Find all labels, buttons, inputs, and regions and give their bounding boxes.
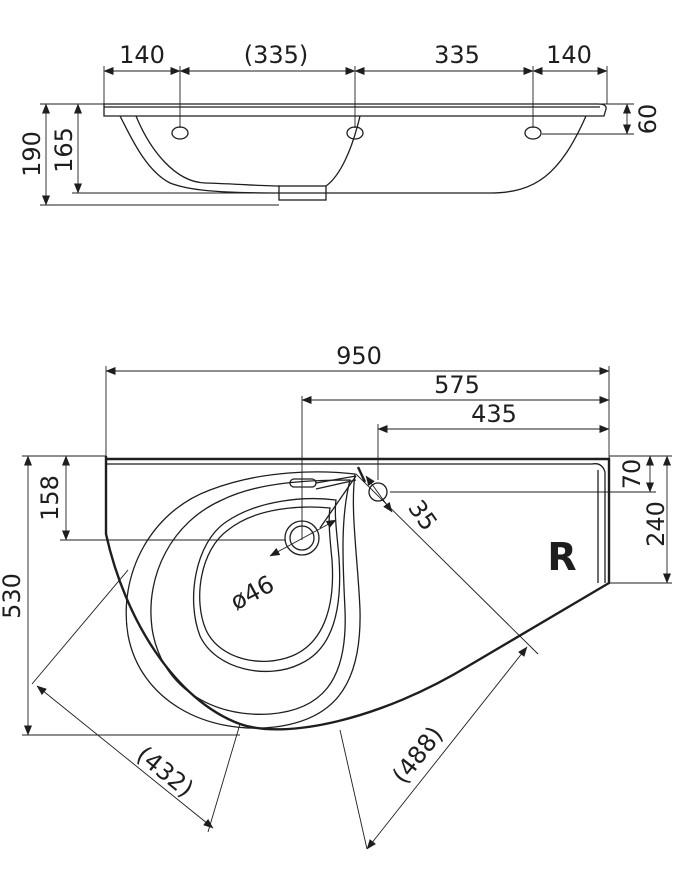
top-overflow-leader xyxy=(365,475,393,513)
top-tap-575: 575 xyxy=(434,371,480,399)
side-bowl-outline xyxy=(119,115,587,194)
top-diag-488-line xyxy=(366,646,528,850)
top-shelf-70: 70 xyxy=(618,459,646,490)
side-dim-140-left: 140 xyxy=(119,41,165,69)
top-diag-432: (432) xyxy=(131,741,199,803)
top-shelf-edge xyxy=(591,463,606,583)
side-height-190: 190 xyxy=(18,131,46,177)
side-bowl-inner xyxy=(135,115,361,187)
side-rim-60: 60 xyxy=(634,104,662,135)
top-overflow-435: 435 xyxy=(471,400,517,428)
top-drain-46: ø46 xyxy=(226,570,279,616)
top-diag-488: (488) xyxy=(387,721,449,789)
top-view: 950 575 435 ø46 35 xyxy=(0,342,672,850)
top-right-240: 240 xyxy=(642,501,670,547)
top-diag-432-line xyxy=(36,685,214,829)
top-depth-530: 530 xyxy=(0,573,26,619)
side-dim-335-left: (335) xyxy=(244,41,309,69)
top-drain-leader xyxy=(269,519,337,557)
orientation-mark-r: R xyxy=(547,535,576,579)
top-width-950: 950 xyxy=(336,342,382,370)
side-dim-335-right: 335 xyxy=(434,41,480,69)
top-front-158: 158 xyxy=(36,475,64,521)
side-hole-left xyxy=(171,126,189,140)
side-height-165: 165 xyxy=(50,127,78,173)
top-countertop-outline xyxy=(104,456,611,731)
side-hole-right xyxy=(524,126,542,140)
top-overflow-35: 35 xyxy=(402,495,442,536)
side-view: 140 (335) 335 140 190 165 60 xyxy=(18,41,662,206)
side-dim-140-right: 140 xyxy=(546,41,592,69)
top-basin xyxy=(199,506,334,662)
side-hole-middle xyxy=(346,126,364,140)
top-tap-hole xyxy=(289,478,317,488)
